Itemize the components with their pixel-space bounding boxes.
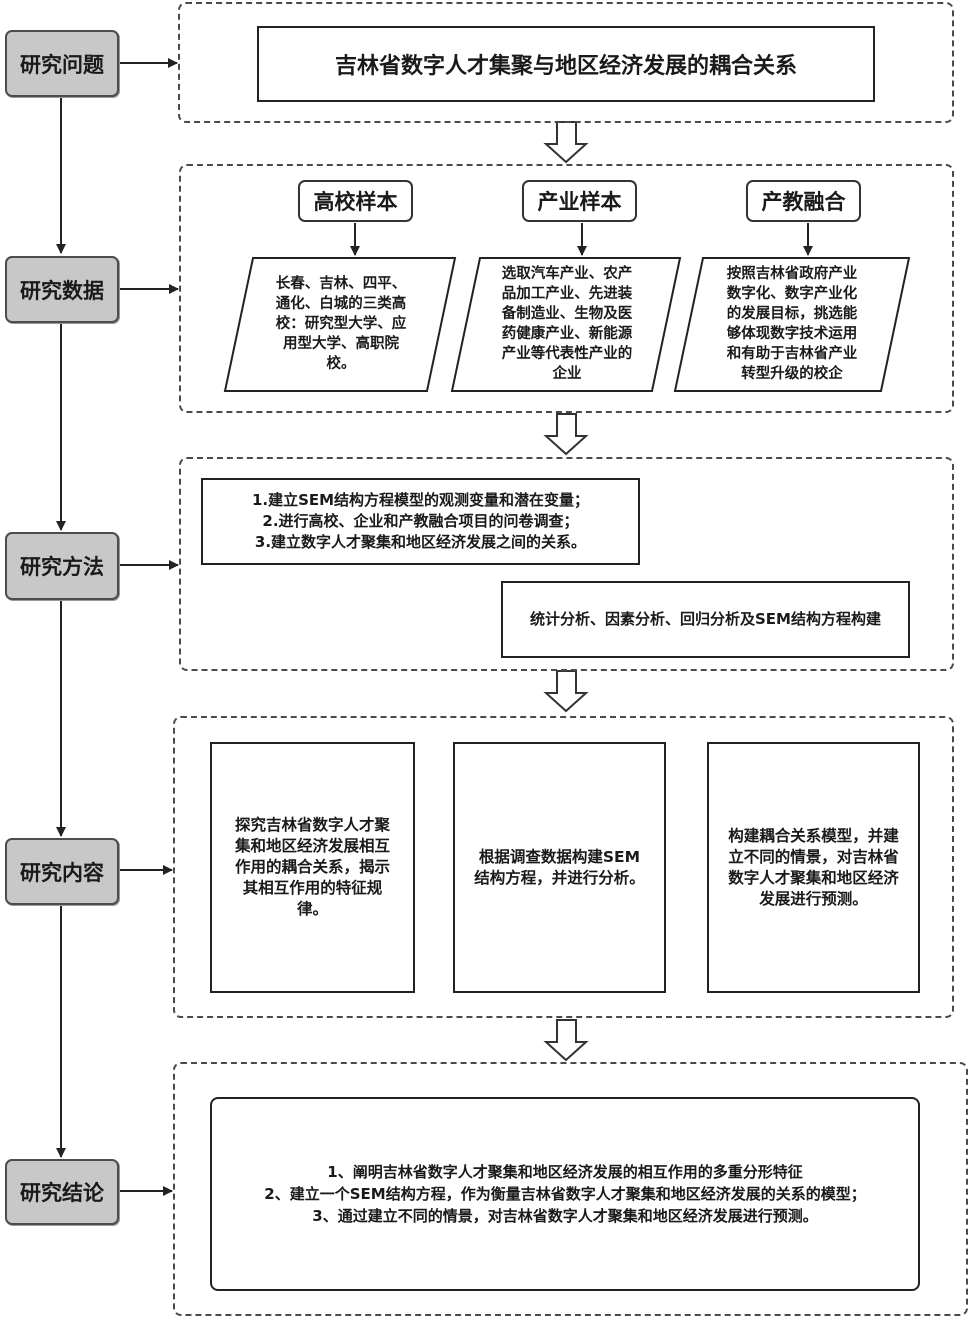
sample-text-universities: 长春、吉林、四平、 通化、白城的三类高 校：研究型大学、应 用型大学、高职院 校… (275, 276, 407, 372)
question-title: 吉林省数字人才集聚与地区经济发展的耦合关系 (334, 54, 797, 79)
question-box: 吉林省数字人才集聚与地区经济发展的耦合关系 (257, 26, 875, 102)
flow-down-arrow-3 (543, 670, 589, 713)
stage-label-content: 研究内容 (5, 838, 119, 905)
flow-down-arrow-2 (543, 413, 589, 456)
sample-text-integration: 按照吉林省政府产业 数字化、数字产业化 的发展目标，挑选能 够体现数字技术运用 … (726, 266, 858, 382)
sample-shape-1 (223, 257, 457, 392)
sample-shape-2 (450, 257, 682, 392)
data-section (179, 164, 954, 413)
question-section (178, 2, 954, 123)
content-item-1: 探究吉林省数字人才聚 集和地区经济发展相互 作用的耦合关系，揭示 其相互作用的特… (210, 742, 415, 993)
conclusion-section (173, 1062, 968, 1316)
content-section (173, 716, 954, 1018)
stage-label-question: 研究问题 (5, 30, 119, 97)
method-analysis-box: 统计分析、因素分析、回归分析及SEM结构方程构建 (501, 581, 910, 658)
flow-down-arrow-4 (543, 1019, 589, 1062)
sample-heading-industry: 产业样本 (522, 180, 637, 222)
method-steps-box: 1.建立SEM结构方程模型的观测变量和潜在变量； 2.进行高校、企业和产教融合项… (201, 478, 640, 565)
stage-label-method: 研究方法 (5, 532, 119, 600)
content-item-3: 构建耦合关系模型，并建 立不同的情景，对吉林省 数字人才聚集和地区经济 发展进行… (707, 742, 920, 993)
stage-label-data: 研究数据 (5, 256, 119, 323)
sample-shape-3 (673, 257, 911, 392)
method-section (179, 457, 954, 671)
sample-text-industry: 选取汽车产业、农产 品加工产业、先进装 备制造业、生物及医 药健康产业、新能源 … (501, 266, 633, 382)
sample-heading-universities: 高校样本 (298, 180, 413, 222)
conclusion-box: 1、阐明吉林省数字人才聚集和地区经济发展的相互作用的多重分形特征 2、建立一个S… (210, 1097, 920, 1291)
flow-down-arrow-1 (543, 121, 589, 164)
stage-label-conclusion: 研究结论 (5, 1159, 119, 1225)
content-item-2: 根据调查数据构建SEM 结构方程，并进行分析。 (453, 742, 666, 993)
sample-heading-integration: 产教融合 (746, 180, 861, 222)
